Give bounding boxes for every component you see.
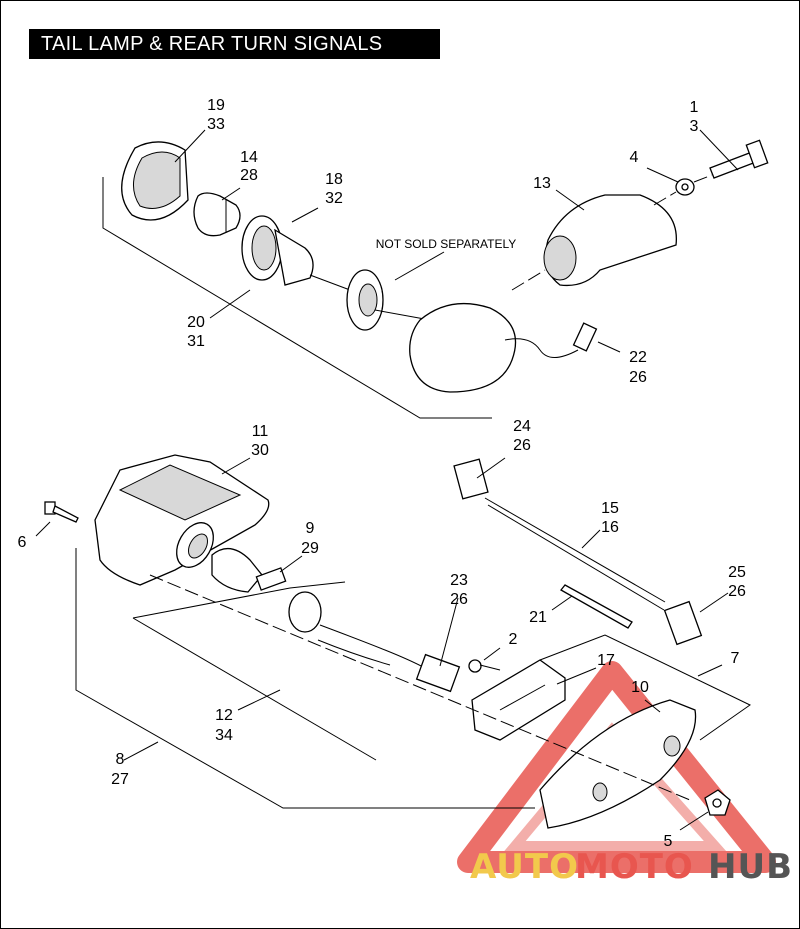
callout-12: 12 [215,707,233,724]
bracket-7 [539,634,751,741]
callout-7: 7 [731,650,740,667]
part-grommet [346,269,431,331]
callout-33: 33 [207,116,225,133]
watermark-text-auto: AUTO [470,847,579,887]
not-sold-separately-note: NOT SOLD SEPARATELY [376,237,516,251]
callout-6: 6 [18,534,27,551]
callout-2: 2 [509,631,518,648]
callout-34: 34 [215,727,233,744]
callout-8: 8 [116,751,125,768]
callout-26-c: 26 [450,591,468,608]
assembly-axis [149,574,691,801]
callout-28: 28 [240,167,258,184]
callout-26-b: 26 [513,437,531,454]
part-mounting-bracket [471,659,566,741]
part-bolt [653,139,769,206]
callout-4: 4 [630,149,639,166]
part-bulb [193,192,241,237]
part-washer-hole [681,183,689,191]
callout-10: 10 [631,679,649,696]
part-lamp-screw [468,659,501,673]
part-lamp-socket [211,548,287,593]
watermark-triangle-outer [457,661,776,873]
part-nut [704,789,731,816]
callout-19: 19 [207,97,225,114]
part-strap [560,584,633,629]
callout-9: 9 [306,520,315,537]
part-tail-lamp-housing [94,454,270,586]
part-lamp-connector [288,591,461,693]
tail-lamp-assembly [44,454,751,829]
callout-13: 13 [533,175,551,192]
callout-16: 16 [601,519,619,536]
part-signal-housing [409,302,598,393]
turn-signal-assembly [102,139,769,419]
callout-labels: 1 3 4 13 19 33 14 28 18 32 NOT SOLD SEPA… [18,97,746,850]
part-mount-bracket [511,194,677,291]
callout-11: 11 [252,423,269,440]
callout-20: 20 [187,314,205,331]
callout-18: 18 [325,171,343,188]
callout-26-a: 26 [629,369,647,386]
watermark-wordmark: AUTO MOTO HUB [470,847,793,887]
callout-26-d: 26 [728,583,746,600]
callout-5: 5 [664,833,673,850]
callout-31: 31 [187,333,205,350]
bracket-8-27 [75,548,535,809]
callout-17: 17 [597,652,615,669]
part-lens-cap [121,141,189,221]
callout-21: 21 [529,609,547,626]
callout-32: 32 [325,190,343,207]
callout-24: 24 [513,418,531,435]
callout-23: 23 [450,572,468,589]
callout-3: 3 [690,118,699,135]
bracket-12-34-left [132,617,377,761]
bracket-20-31 [102,177,492,419]
callout-15: 15 [601,500,619,517]
bracket-12-34-top [132,581,346,619]
part-socket [241,215,351,291]
diagram-title: TAIL LAMP & REAR TURN SIGNALS [29,29,440,59]
watermark-text-moto: MOTO [575,847,694,887]
part-screw [44,501,79,523]
watermark-text-hub: HUB [708,847,793,887]
part-lens-plate [539,699,697,829]
callout-1: 1 [690,99,699,116]
callout-29: 29 [301,540,319,557]
leader-lines [35,129,739,831]
callout-25: 25 [728,564,746,581]
callout-14: 14 [240,149,258,166]
part-wiring-harness [453,458,703,646]
callout-22: 22 [629,349,647,366]
callout-30: 30 [251,442,269,459]
callout-27: 27 [111,771,129,788]
